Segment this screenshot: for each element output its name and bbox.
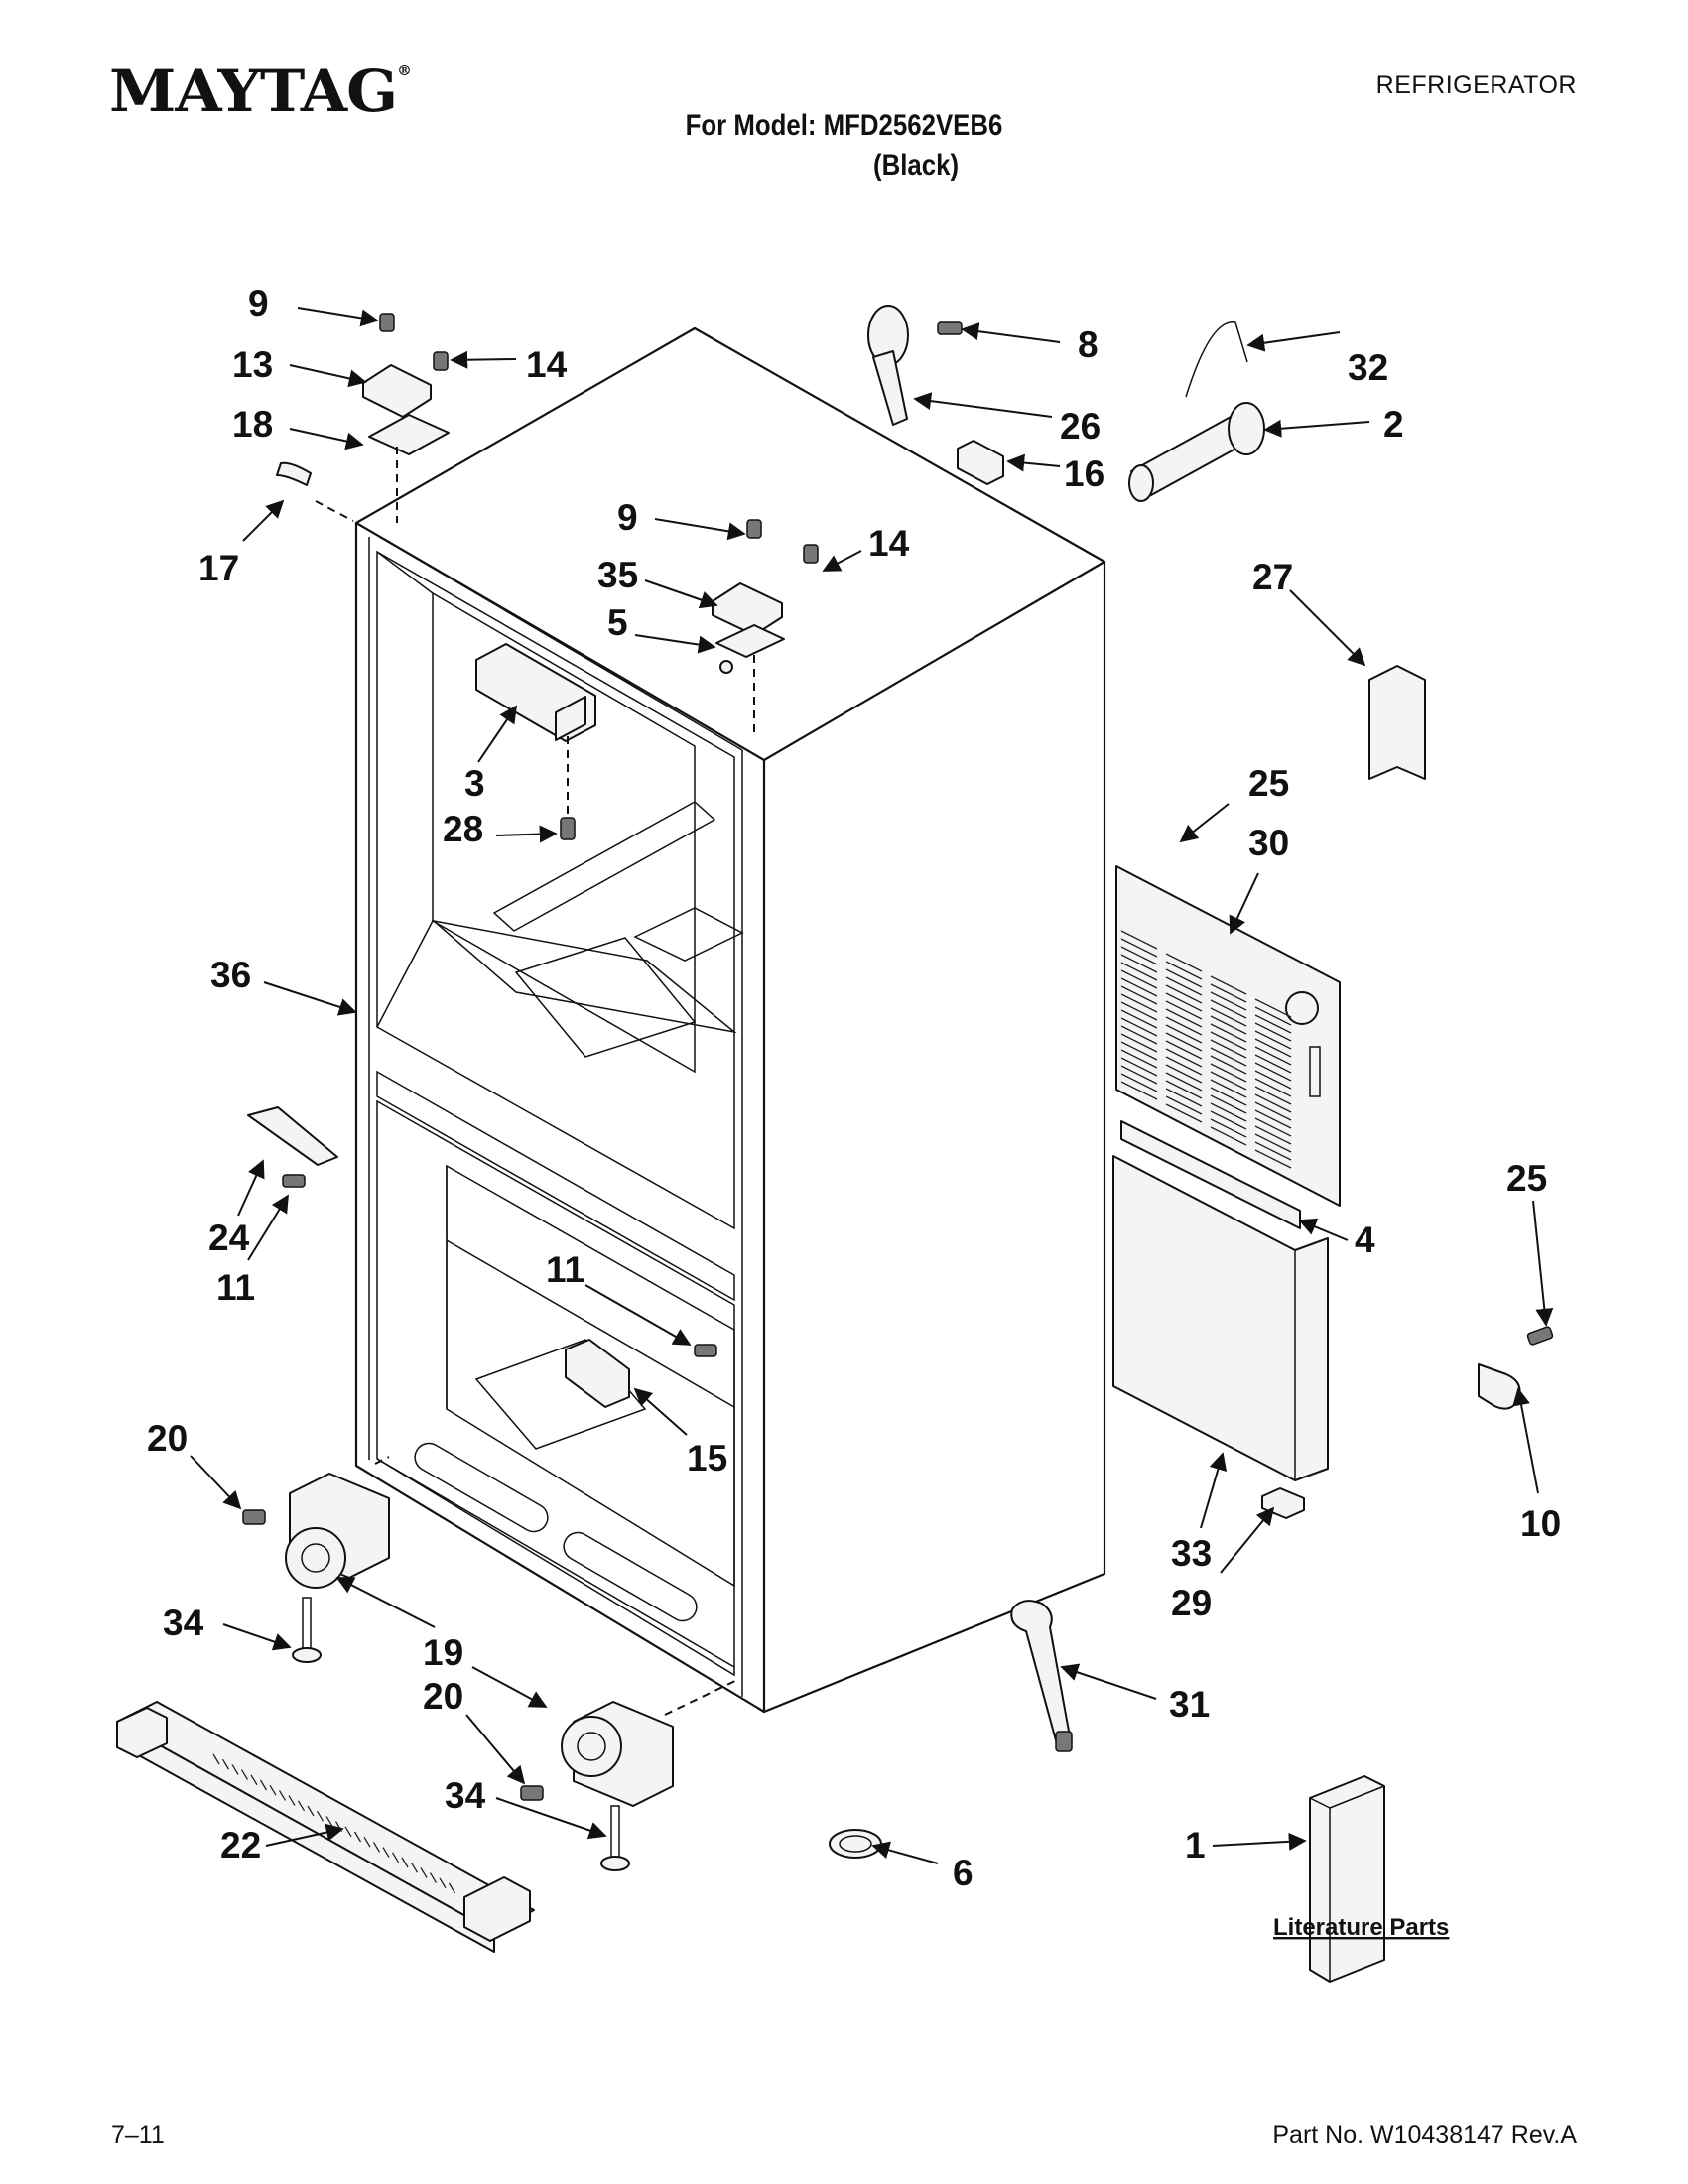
callout-11-freezer: 11 xyxy=(546,1249,584,1290)
date-code: 7–11 xyxy=(111,2121,165,2149)
callout-14-right: 14 xyxy=(868,523,910,564)
callout-9-right: 9 xyxy=(617,497,638,538)
callout-3: 3 xyxy=(464,763,485,804)
callout-22: 22 xyxy=(220,1825,261,1865)
literature-parts-label: Literature Parts xyxy=(1273,1914,1449,1941)
callout-29: 29 xyxy=(1171,1583,1212,1623)
model-line: For Model: MFD2562VEB6 xyxy=(685,109,1003,142)
callout-34-left: 34 xyxy=(163,1603,204,1643)
callout-19: 19 xyxy=(423,1632,463,1673)
callout-25: 25 xyxy=(1248,763,1289,804)
callout-13: 13 xyxy=(232,344,273,385)
freezer-screw xyxy=(694,1344,717,1357)
callout-10: 10 xyxy=(1520,1503,1561,1544)
clamp xyxy=(1478,1326,1554,1410)
model-variant: (Black) xyxy=(873,149,960,182)
roller-front-right xyxy=(520,1701,674,1807)
side-bracket xyxy=(247,1106,338,1166)
callout-16: 16 xyxy=(1064,453,1104,494)
callout-9: 9 xyxy=(248,283,269,323)
callout-8: 8 xyxy=(1078,324,1099,365)
callout-25-clamp: 25 xyxy=(1506,1158,1547,1199)
callout-leaders xyxy=(190,307,1554,1864)
cover-louvers xyxy=(1120,930,1292,1169)
callout-20-right: 20 xyxy=(423,1676,463,1717)
seal-ring xyxy=(829,1829,882,1859)
bracket-screw xyxy=(282,1174,306,1188)
roller-front-left xyxy=(242,1473,390,1589)
literature-book xyxy=(1309,1775,1385,1983)
rear-access-cover xyxy=(1115,865,1341,1207)
callout-20-left: 20 xyxy=(147,1418,188,1459)
callout-28: 28 xyxy=(443,809,483,849)
callout-18: 18 xyxy=(232,404,273,445)
callout-35: 35 xyxy=(597,555,638,595)
callout-33: 33 xyxy=(1171,1533,1212,1574)
callout-24: 24 xyxy=(208,1218,250,1258)
callout-36: 36 xyxy=(210,955,251,995)
callout-30: 30 xyxy=(1248,823,1289,863)
top-hinge-right xyxy=(712,519,819,732)
callout-4: 4 xyxy=(1355,1220,1375,1260)
callout-11-left: 11 xyxy=(216,1267,255,1308)
callout-14: 14 xyxy=(526,344,568,385)
callout-6: 6 xyxy=(953,1853,974,1893)
top-hinge-left xyxy=(276,313,450,523)
toe-grille-slots xyxy=(212,1753,456,1894)
callout-32: 32 xyxy=(1348,347,1388,388)
product-category: REFRIGERATOR xyxy=(1375,71,1577,99)
toe-grille xyxy=(116,1701,535,1953)
tube-parts xyxy=(867,305,1265,502)
callout-1: 1 xyxy=(1185,1825,1206,1865)
wire-harness xyxy=(1010,1600,1071,1741)
trim-piece xyxy=(1368,665,1426,780)
callout-labels: 9 13 14 18 17 8 26 16 32 2 9 14 35 5 27 … xyxy=(147,283,1561,1893)
callout-26: 26 xyxy=(1060,406,1101,447)
leveling-legs xyxy=(292,1456,740,1871)
freezer-bracket xyxy=(565,1339,630,1408)
callout-31: 31 xyxy=(1169,1684,1210,1725)
callout-15: 15 xyxy=(687,1438,727,1478)
part-number: Part No. W10438147 Rev.A xyxy=(1272,2121,1577,2149)
cabinet-liner xyxy=(354,326,1106,1714)
callout-2: 2 xyxy=(1383,404,1404,445)
callout-5: 5 xyxy=(607,602,628,643)
maytag-logo: MAYTAG® xyxy=(109,58,412,125)
callout-34-right: 34 xyxy=(445,1775,486,1816)
light-housing xyxy=(475,643,596,840)
callout-17: 17 xyxy=(198,548,239,588)
callout-27: 27 xyxy=(1252,557,1293,597)
